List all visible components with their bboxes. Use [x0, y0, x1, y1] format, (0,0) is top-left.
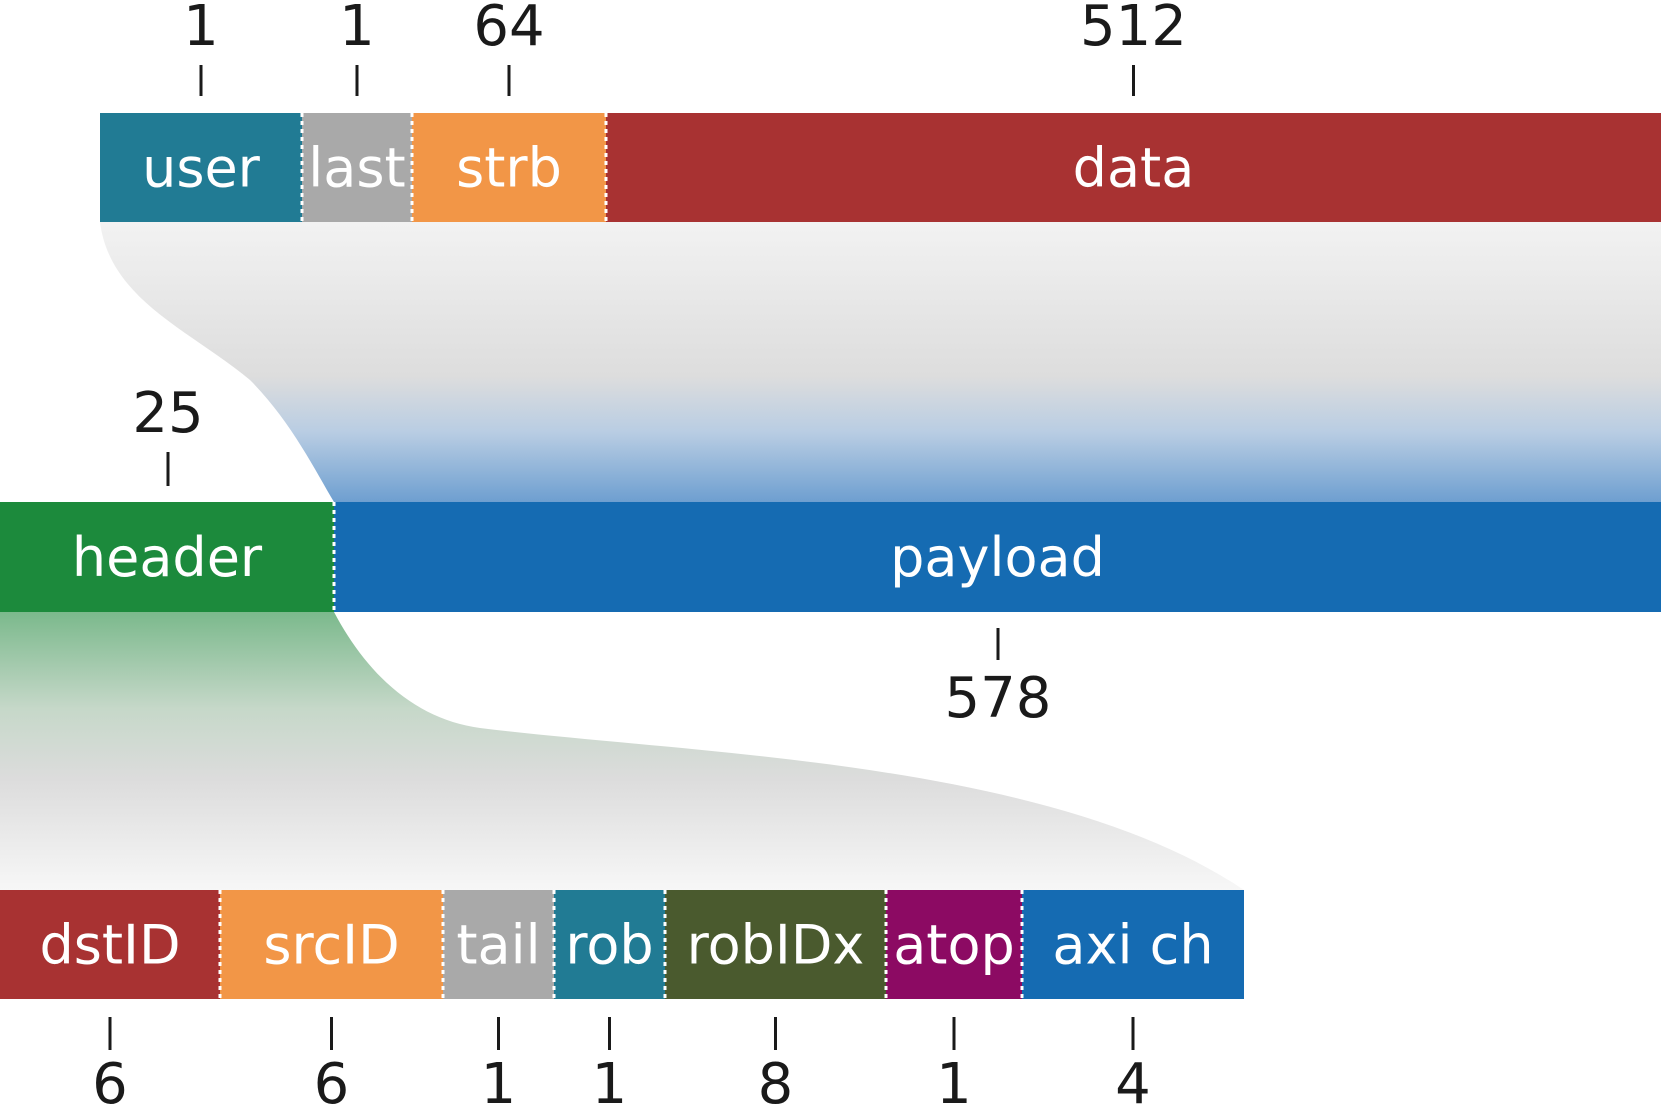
segment-strb: [412, 113, 606, 222]
segment-robidx: [665, 890, 886, 999]
segment-label-tail: tail: [456, 914, 540, 977]
segment-data: [606, 113, 1661, 222]
segment-label-user: user: [142, 137, 261, 200]
bit-width-last: 1: [339, 0, 375, 59]
segment-label-data: data: [1073, 137, 1195, 200]
segment-user: [100, 113, 302, 222]
segment-label-header: header: [72, 526, 263, 589]
segment-label-atop: atop: [893, 914, 1015, 977]
segment-label-axi-ch: axi ch: [1052, 914, 1213, 977]
bit-width-axi-ch: 4: [1115, 1052, 1151, 1106]
segment-header: [0, 502, 334, 612]
bit-width-data: 512: [1080, 0, 1187, 59]
bit-width-tail: 1: [481, 1052, 517, 1106]
segment-last: [302, 113, 412, 222]
segment-label-rob: rob: [565, 914, 653, 977]
segment-srcid: [220, 890, 443, 999]
bit-width-srcid: 6: [314, 1052, 350, 1106]
bit-width-payload: 578: [945, 666, 1052, 731]
bit-width-atop: 1: [936, 1052, 972, 1106]
bit-width-header: 25: [132, 381, 203, 446]
segment-atop: [886, 890, 1022, 999]
segment-dstid: [0, 890, 220, 999]
segment-axi-ch: [1022, 890, 1244, 999]
bit-width-dstid: 6: [92, 1052, 128, 1106]
flit-row: header 25 payload 578: [0, 381, 1661, 731]
bit-width-strb: 64: [473, 0, 544, 59]
bit-width-robidx: 8: [758, 1052, 794, 1106]
segment-rob: [554, 890, 665, 999]
axi-beat-row: user 1 last 1 strb 64 data 512: [100, 0, 1661, 222]
segment-label-payload: payload: [890, 526, 1105, 589]
top-connector-band: [100, 222, 1661, 502]
segment-label-dstid: dstID: [39, 914, 180, 977]
segment-label-srcid: srcID: [263, 914, 399, 977]
segment-payload: [334, 502, 1661, 612]
header-fields-row: dstID 6 srcID 6 tail 1 rob 1 robIDx 8 atop 1 axi ch 4: [0, 890, 1244, 1106]
segment-label-robidx: robIDx: [687, 914, 865, 977]
segment-label-last: last: [308, 137, 405, 200]
segment-tail: [443, 890, 554, 999]
segment-label-strb: strb: [456, 137, 562, 200]
bottom-connector-band: [0, 612, 1244, 890]
bit-width-rob: 1: [592, 1052, 628, 1106]
bit-width-user: 1: [183, 0, 219, 59]
